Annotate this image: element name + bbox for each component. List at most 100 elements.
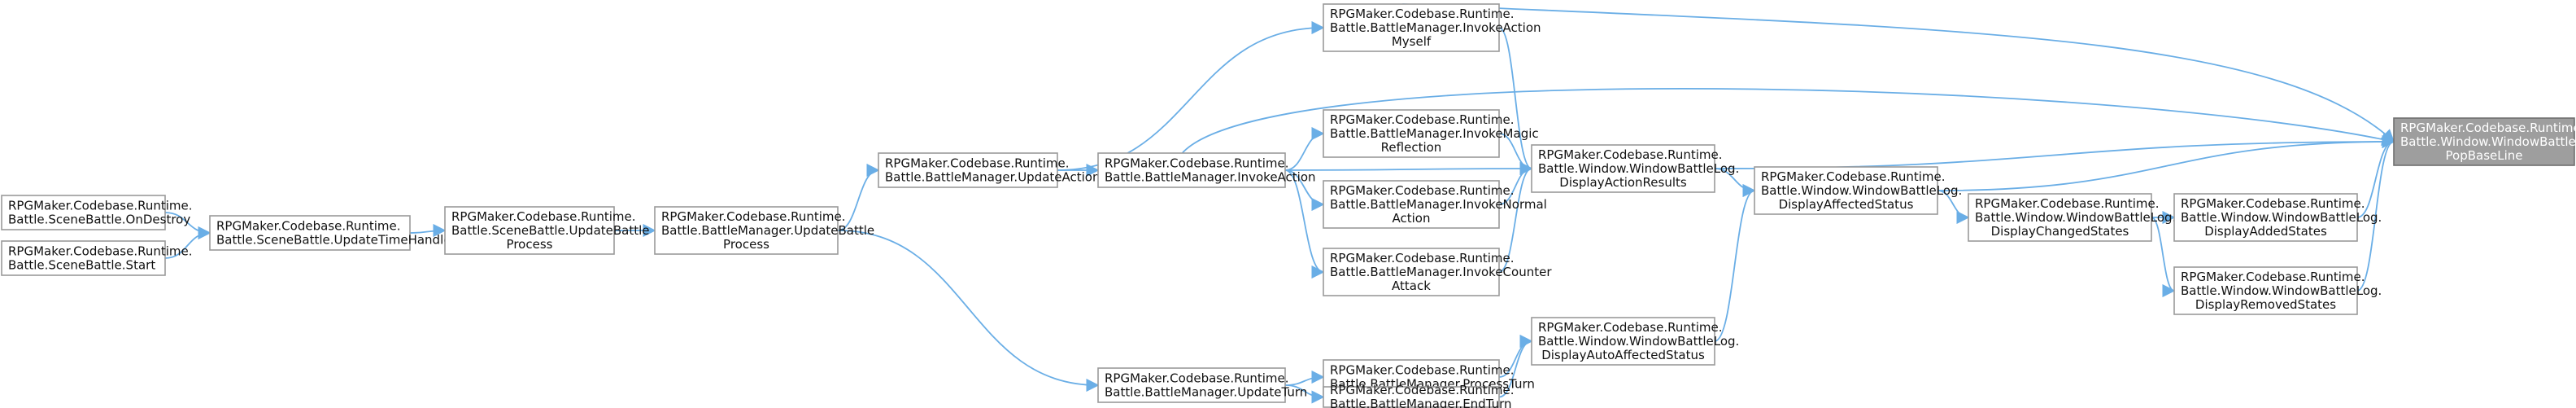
node-label-line: Myself — [1392, 34, 1432, 49]
node-ondestroy[interactable]: RPGMaker.Codebase.Runtime.Battle.SceneBa… — [1, 195, 193, 230]
node-box — [1097, 367, 1286, 403]
node-box — [1531, 144, 1715, 193]
node-label-line: RPGMaker.Codebase.Runtime. — [1538, 147, 1723, 162]
node-label-line: Battle.Window.WindowBattleLog. — [1538, 161, 1739, 176]
node-invokemagic[interactable]: RPGMaker.Codebase.Runtime.Battle.BattleM… — [1323, 109, 1539, 158]
node-box — [654, 206, 839, 255]
node-box — [2393, 117, 2575, 166]
edge-invokeaction-to-invokemagic — [1284, 126, 1325, 171]
node-start[interactable]: RPGMaker.Codebase.Runtime.Battle.SceneBa… — [1, 240, 193, 276]
node-label-line: RPGMaker.Codebase.Runtime. — [8, 244, 193, 259]
node-label-line: Battle.SceneBattle.Start — [8, 258, 155, 273]
node-label-line: RPGMaker.Codebase.Runtime. — [2400, 121, 2576, 135]
node-box — [1531, 317, 1715, 366]
node-label-line: DisplayActionResults — [1559, 175, 1687, 190]
node-box — [1754, 166, 1938, 215]
node-box — [209, 215, 411, 251]
node-displayadded[interactable]: RPGMaker.Codebase.Runtime.Battle.Window.… — [2173, 193, 2382, 242]
node-label-line: Battle.SceneBattle.OnDestroy — [8, 213, 190, 227]
node-updateaction[interactable]: RPGMaker.Codebase.Runtime.Battle.BattleM… — [878, 152, 1101, 188]
node-label-line: Battle.BattleManager.UpdateAction — [885, 170, 1101, 185]
node-label-line: Reflection — [1381, 140, 1442, 155]
node-label-line: RPGMaker.Codebase.Runtime. — [1330, 183, 1515, 198]
node-label-line: Battle.BattleManager.UpdateTurn — [1105, 385, 1307, 400]
edge-invokeaction-to-invokenormal — [1284, 169, 1325, 212]
edge-bm_updatebattle-to-updateturn — [837, 230, 1100, 393]
node-label-line: Battle.Window.WindowBattleLog. — [2400, 134, 2576, 149]
node-displayaffected[interactable]: RPGMaker.Codebase.Runtime.Battle.Window.… — [1754, 166, 1962, 215]
node-label-line: RPGMaker.Codebase.Runtime. — [1105, 371, 1289, 386]
node-label-line: Battle.SceneBattle.UpdateBattle — [451, 223, 650, 238]
edge-displaychanged-to-displayremoved — [2151, 217, 2176, 298]
node-updatetime[interactable]: RPGMaker.Codebase.Runtime.Battle.SceneBa… — [209, 215, 456, 251]
edge-updateturn-to-endturn — [1284, 384, 1325, 404]
edge-invokeaction-to-popbaseline — [1181, 87, 2395, 154]
node-label-line: RPGMaker.Codebase.Runtime. — [1761, 169, 1946, 184]
node-label-line: Battle.BattleManager.InvokeMagic — [1330, 126, 1539, 141]
node-label-line: RPGMaker.Codebase.Runtime. — [885, 156, 1070, 171]
node-label-line: DisplayChangedStates — [1991, 224, 2129, 239]
node-label-line: RPGMaker.Codebase.Runtime. — [1105, 156, 1289, 171]
node-endturn[interactable]: RPGMaker.Codebase.Runtime.Battle.BattleM… — [1323, 383, 1515, 408]
node-label-line: Battle.Window.WindowBattleLog. — [1975, 210, 2176, 225]
node-label-line: Battle.BattleManager.InvokeAction — [1105, 170, 1316, 185]
node-box — [1, 240, 166, 276]
node-bm_updatebattle[interactable]: RPGMaker.Codebase.Runtime.Battle.BattleM… — [654, 206, 874, 255]
edge-displayremoved-to-popbaseline — [2356, 135, 2395, 292]
edge-endturn-to-displayautoaffected — [1498, 334, 1533, 398]
node-label-line: Action — [1393, 211, 1431, 226]
node-label-line: PopBaseLine — [2446, 148, 2523, 163]
edge-updateaction-to-invokeactionmyself — [1057, 20, 1325, 171]
node-displaychanged[interactable]: RPGMaker.Codebase.Runtime.Battle.Window.… — [1968, 193, 2176, 242]
node-updateturn[interactable]: RPGMaker.Codebase.Runtime.Battle.BattleM… — [1097, 367, 1307, 403]
edge-invokeactionmyself-to-popbaseline — [1402, 3, 2395, 143]
node-label-line: RPGMaker.Codebase.Runtime. — [1330, 7, 1515, 21]
node-label-line: Battle.BattleManager.InvokeNormal — [1330, 197, 1547, 212]
node-label-line: RPGMaker.Codebase.Runtime. — [1330, 383, 1515, 397]
node-box — [1323, 386, 1500, 408]
edge-updatetime-to-scene_updatebattle — [409, 223, 447, 238]
node-label-line: Battle.SceneBattle.UpdateTimeHandler — [216, 233, 456, 248]
node-displayautoaffected[interactable]: RPGMaker.Codebase.Runtime.Battle.Window.… — [1531, 317, 1739, 366]
node-box — [1097, 152, 1286, 188]
edge-updateturn-to-processturn — [1284, 370, 1325, 386]
node-label-line: Process — [507, 237, 553, 252]
node-invokecounter[interactable]: RPGMaker.Codebase.Runtime.Battle.BattleM… — [1323, 248, 1552, 296]
node-invokeaction[interactable]: RPGMaker.Codebase.Runtime.Battle.BattleM… — [1097, 152, 1316, 188]
node-box — [1968, 193, 2152, 242]
nodes: RPGMaker.Codebase.Runtime.Battle.SceneBa… — [1, 3, 2576, 408]
node-label-line: RPGMaker.Codebase.Runtime. — [1330, 251, 1515, 265]
node-label-line: Battle.Window.WindowBattleLog. — [2181, 210, 2382, 225]
edge-start-to-updatetime — [164, 226, 211, 259]
node-label-line: RPGMaker.Codebase.Runtime. — [1975, 196, 2160, 211]
node-box — [444, 206, 615, 255]
node-label-line: DisplayRemovedStates — [2195, 297, 2336, 312]
node-displayremoved[interactable]: RPGMaker.Codebase.Runtime.Battle.Window.… — [2173, 266, 2382, 315]
node-label-line: Battle.Window.WindowBattleLog. — [1538, 334, 1739, 349]
node-label-line: DisplayAffectedStatus — [1779, 197, 1914, 212]
edges — [164, 3, 2395, 404]
node-box — [1, 195, 166, 230]
edge-displayaffected-to-popbaseline — [1937, 134, 2395, 191]
node-box — [1323, 3, 1500, 52]
node-invokenormal[interactable]: RPGMaker.Codebase.Runtime.Battle.BattleM… — [1323, 180, 1547, 229]
edge-bm_updatebattle-to-updateaction — [837, 163, 880, 231]
node-label-line: RPGMaker.Codebase.Runtime. — [1330, 112, 1515, 127]
node-popbaseline[interactable]: RPGMaker.Codebase.Runtime.Battle.Window.… — [2393, 117, 2576, 166]
node-label-line: Battle.Window.WindowBattleLog. — [2181, 283, 2382, 298]
node-scene_updatebattle[interactable]: RPGMaker.Codebase.Runtime.Battle.SceneBa… — [444, 206, 650, 255]
edge-invokeaction-to-invokecounter — [1284, 169, 1325, 279]
node-displayactionresults[interactable]: RPGMaker.Codebase.Runtime.Battle.Window.… — [1531, 144, 1739, 193]
node-label-line: Battle.BattleManager.EndTurn — [1330, 397, 1512, 408]
node-box — [878, 152, 1058, 188]
node-label-line: RPGMaker.Codebase.Runtime. — [661, 209, 846, 224]
node-box — [1323, 180, 1500, 229]
node-box — [1323, 109, 1500, 158]
node-label-line: Battle.BattleManager.UpdateBattle — [661, 223, 874, 238]
node-box — [1323, 248, 1500, 296]
node-label-line: DisplayAddedStates — [2204, 224, 2327, 239]
node-invokeactionmyself[interactable]: RPGMaker.Codebase.Runtime.Battle.BattleM… — [1323, 3, 1541, 52]
node-box — [2173, 193, 2358, 242]
node-label-line: Battle.BattleManager.InvokeCounter — [1330, 265, 1552, 279]
